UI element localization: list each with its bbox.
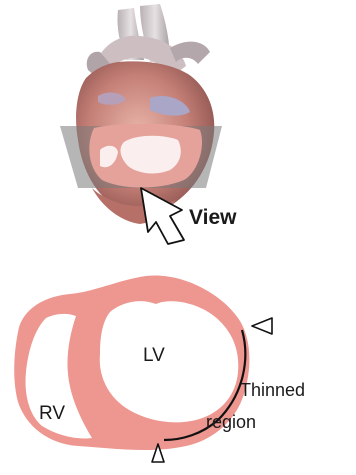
lv-label: LV [143,345,165,367]
thinned-label: Thinned [240,380,305,401]
region-label: region [206,412,256,433]
view-label: View [189,206,236,230]
upper-marker-icon [252,318,272,334]
cutting-plane [60,124,222,188]
rv-label: RV [39,403,65,425]
